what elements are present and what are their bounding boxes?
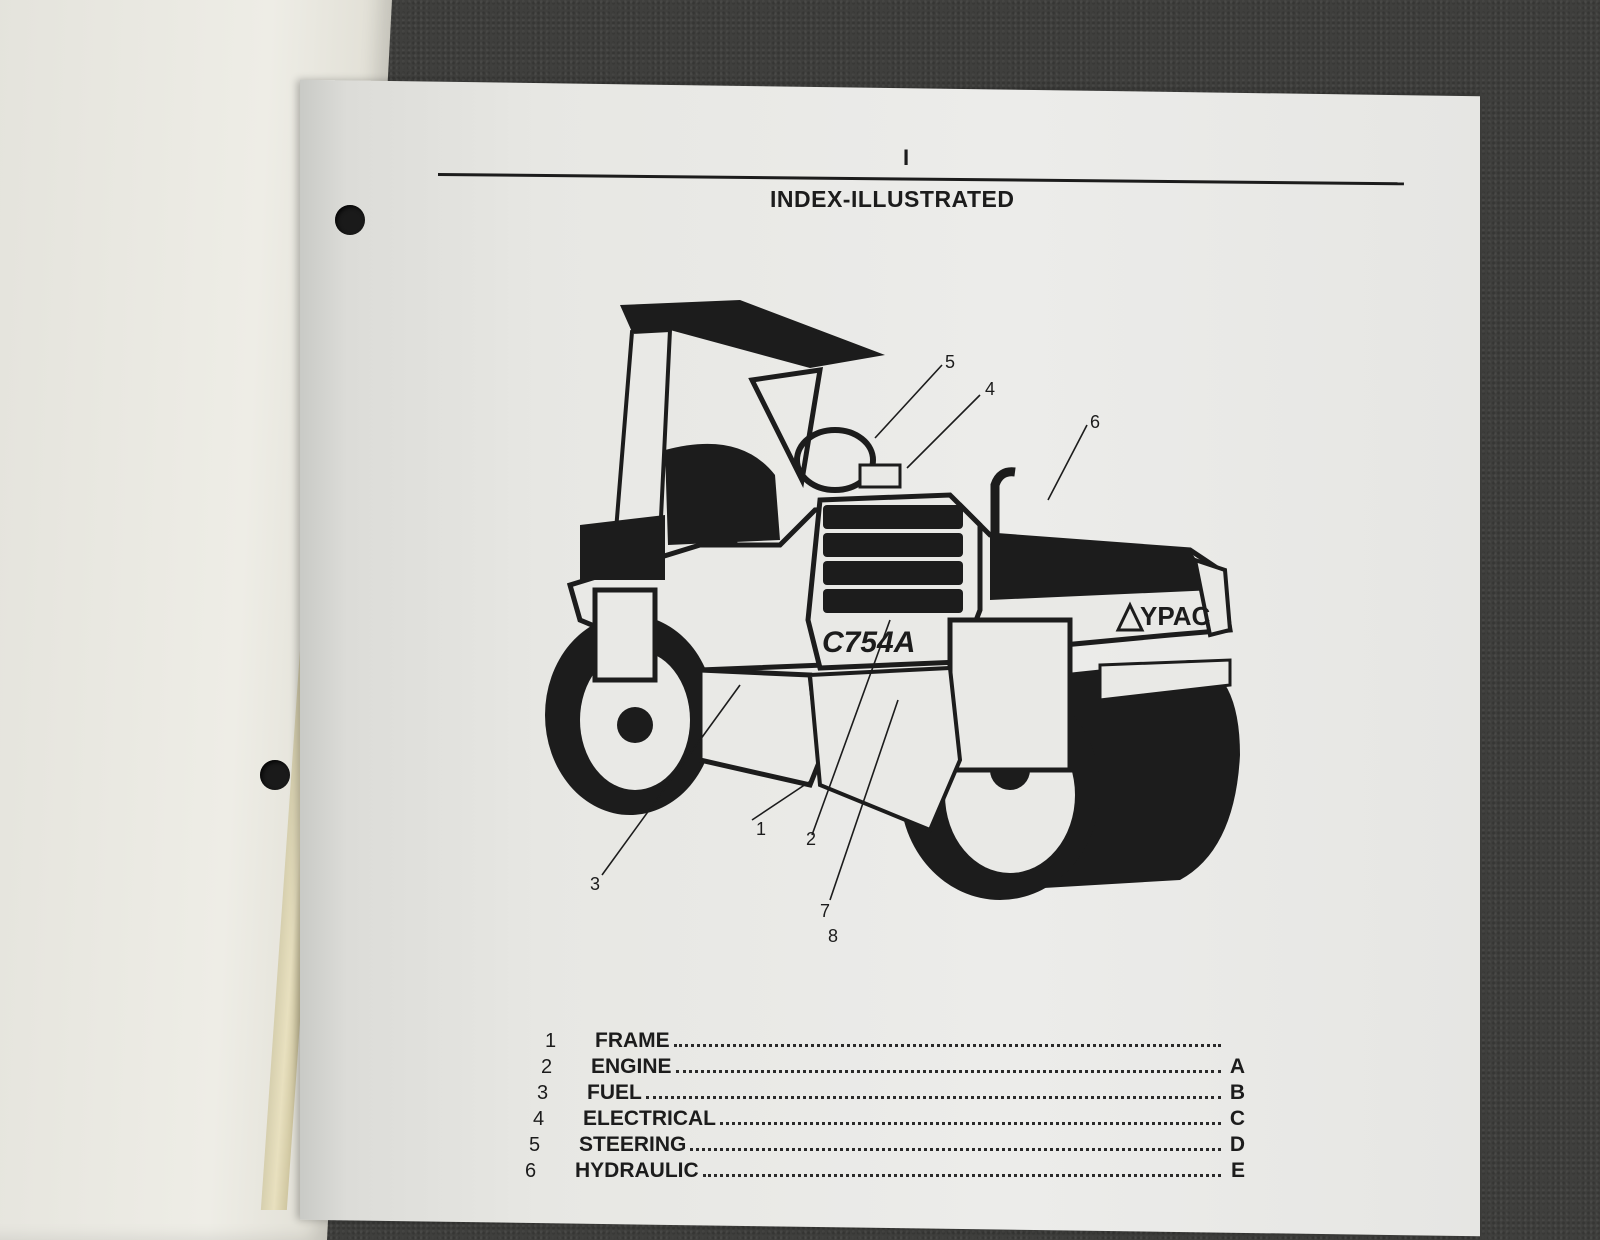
callout-label-5: 5 [945,352,955,372]
operator-seat [665,427,902,550]
index-section-letter: A [1229,1055,1245,1078]
index-number: 6 [525,1160,537,1182]
binder-hole-bottom [260,760,290,790]
binder-hole-top [335,205,365,235]
leader-dots [645,1095,1221,1099]
index-label: ENGINE [591,1055,672,1078]
callout-label-2: 2 [806,829,816,849]
callout-label-6: 6 [1090,412,1100,432]
roller-illustration: YPAC C754A 1 2 3 [545,300,1240,946]
leader-dots [720,1121,1221,1125]
index-label: FUEL [587,1081,642,1104]
leader-dots [702,1173,1221,1177]
page-title: INDEX-ILLUSTRATED [770,186,1015,212]
index-section-letter: D [1229,1133,1245,1156]
callout-label-1: 1 [756,819,766,839]
exhaust-stack [990,467,1016,535]
model-badge: C754A [822,626,915,659]
callout-label-3: 3 [590,874,600,894]
index-item: 5 STEERING D [529,1129,1245,1157]
leader-dots [690,1147,1221,1151]
index-section-letter: C [1229,1107,1245,1130]
callout-leaders [601,364,1088,901]
index-section-letter: E [1230,1159,1245,1182]
index-number: 2 [541,1056,553,1078]
callout-label-7: 7 [820,901,830,921]
index-item: 2 ENGINE A [541,1051,1245,1079]
leader-dots [675,1069,1221,1073]
section-letter: I [903,145,910,170]
index-number: 1 [545,1030,557,1052]
callout-label-8: 8 [828,926,838,946]
index-label: STEERING [579,1133,687,1156]
index-number: 5 [529,1134,541,1156]
index-label: ELECTRICAL [583,1107,716,1130]
index-number: 4 [533,1108,545,1130]
leader-dots [673,1043,1221,1047]
front-drum [545,587,715,815]
index-item: 3 FUEL B [537,1077,1245,1105]
brand-text: YPAC [1140,601,1211,631]
lower-frame [697,665,963,833]
index-section-letter: B [1229,1081,1245,1104]
callout-label-4: 4 [985,379,995,399]
index-label: HYDRAULIC [575,1159,699,1182]
index-label: FRAME [595,1029,670,1052]
index-item: 4 ELECTRICAL C [533,1103,1245,1131]
index-number: 3 [537,1082,549,1104]
index-item: 6 HYDRAULIC E [525,1155,1245,1183]
index-item: 1 FRAME [545,1025,1245,1053]
